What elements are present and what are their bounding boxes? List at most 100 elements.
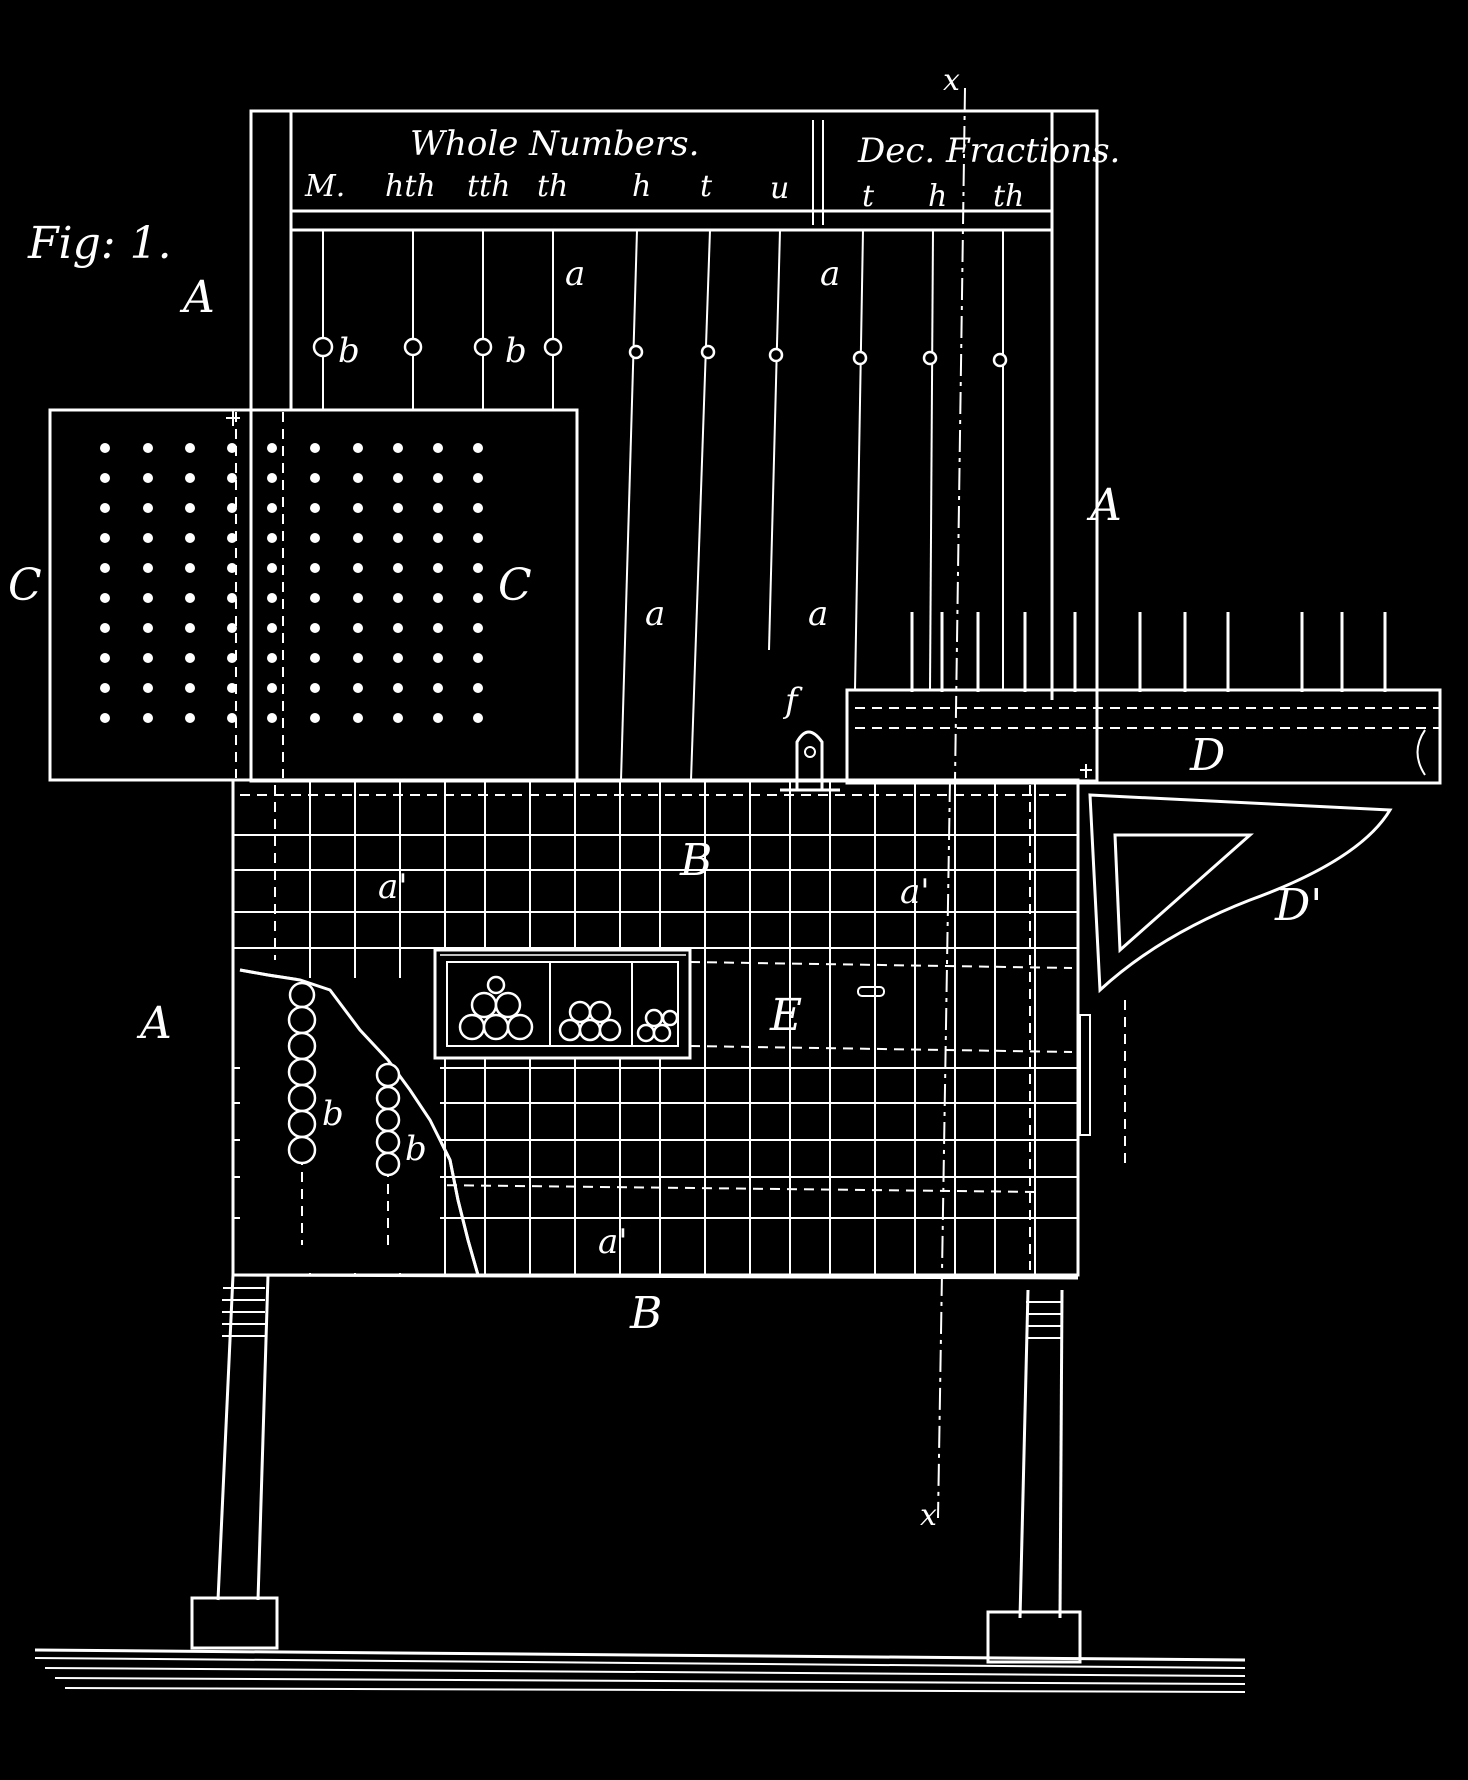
peg-hole	[473, 713, 483, 723]
peg-hole	[185, 473, 195, 483]
peg-hole	[227, 563, 237, 573]
shelf-pins	[910, 612, 1387, 692]
peg-hole	[353, 563, 363, 573]
label-C-left: C	[8, 560, 42, 611]
column-label-units: u	[770, 171, 789, 206]
peg-hole	[393, 443, 403, 453]
peg-hole	[267, 563, 277, 573]
peg-hole	[393, 713, 403, 723]
label-x-top: x	[943, 63, 960, 98]
peg-hole	[227, 713, 237, 723]
peg-hole	[310, 713, 320, 723]
label-a-2: a	[820, 254, 840, 294]
peg-hole	[353, 623, 363, 633]
column-label-tenths: t	[862, 179, 875, 214]
label-E: E	[769, 990, 802, 1041]
peg-hole	[310, 533, 320, 543]
label-b-2: b	[505, 331, 527, 371]
label-a-prime-2: a'	[900, 872, 930, 912]
peg-hole	[353, 683, 363, 693]
peg-hole	[393, 563, 403, 573]
peg-hole	[310, 653, 320, 663]
peg-hole	[310, 443, 320, 453]
peg-hole	[185, 533, 195, 543]
peg-hole	[473, 503, 483, 513]
tray-dash-upper	[689, 961, 1073, 969]
figure-label: Fig: 1.	[27, 218, 172, 269]
peg-hole	[227, 623, 237, 633]
decimal-fractions-heading: Dec. Fractions.	[857, 131, 1120, 171]
peg-hole	[143, 713, 153, 723]
ball-tray-E	[433, 948, 692, 1060]
label-a-3: a	[645, 594, 665, 634]
peg-hole	[473, 653, 483, 663]
peg-hole	[227, 653, 237, 663]
latch-f	[780, 730, 840, 792]
peg-hole	[185, 623, 195, 633]
label-b-4: b	[405, 1129, 427, 1169]
bracket-D-prime	[1079, 793, 1393, 1170]
bead-wire-right	[375, 1062, 401, 1245]
label-f: f	[782, 681, 803, 721]
peg-hole	[310, 683, 320, 693]
tray-dash-lower	[689, 1045, 1073, 1053]
column-label-hundredths: h	[928, 179, 947, 214]
peg-hole	[100, 533, 110, 543]
peg-hole	[433, 623, 443, 633]
peg-hole	[267, 593, 277, 603]
shelf-D	[845, 688, 1442, 785]
peg-hole	[433, 563, 443, 573]
label-x-bottom: x	[920, 1498, 937, 1533]
peg-hole	[100, 473, 110, 483]
peg-hole	[393, 593, 403, 603]
peg-hole	[267, 473, 277, 483]
peg-hole	[353, 653, 363, 663]
peg-hole	[100, 443, 110, 453]
peg-hole	[227, 533, 237, 543]
bead-wire-left	[287, 981, 317, 1245]
peg-hole	[310, 593, 320, 603]
peg-hole	[353, 593, 363, 603]
label-B-upper: B	[679, 835, 712, 886]
section-line-x-lower	[937, 779, 951, 1519]
peg-hole	[185, 563, 195, 573]
peg-hole	[473, 473, 483, 483]
peg-hole	[100, 563, 110, 573]
peg-hole	[100, 713, 110, 723]
peg-hole	[100, 683, 110, 693]
peg-hole	[227, 683, 237, 693]
peg-hole	[353, 533, 363, 543]
floor	[34, 1648, 1246, 1693]
label-D-prime: D'	[1274, 880, 1322, 931]
peg-hole	[433, 593, 443, 603]
column-label-thousandths: th	[993, 179, 1024, 214]
whole-numbers-heading: Whole Numbers.	[410, 124, 699, 164]
peg-hole	[393, 473, 403, 483]
peg-hole	[227, 473, 237, 483]
label-b-1: b	[338, 331, 360, 371]
peg-hole	[310, 503, 320, 513]
column-label-millions: M.	[304, 169, 345, 204]
peg-hole	[310, 623, 320, 633]
peg-hole	[100, 503, 110, 513]
peg-hole	[433, 443, 443, 453]
peg-hole	[473, 623, 483, 633]
legs	[190, 1273, 1082, 1664]
peg-hole	[185, 593, 195, 603]
peg-hole	[143, 683, 153, 693]
peg-hole	[185, 503, 195, 513]
label-A-right: A	[1086, 480, 1122, 531]
counting-rods	[322, 229, 1004, 781]
peg-hole	[143, 473, 153, 483]
peg-hole	[393, 533, 403, 543]
peg-hole	[143, 443, 153, 453]
peg-hole	[393, 503, 403, 513]
peg-hole	[267, 623, 277, 633]
label-A-upper-left: A	[179, 272, 215, 323]
peg-hole	[267, 503, 277, 513]
label-B-lower: B	[629, 1288, 662, 1339]
peg-hole	[310, 473, 320, 483]
peg-hole	[353, 713, 363, 723]
label-D: D	[1189, 730, 1225, 781]
